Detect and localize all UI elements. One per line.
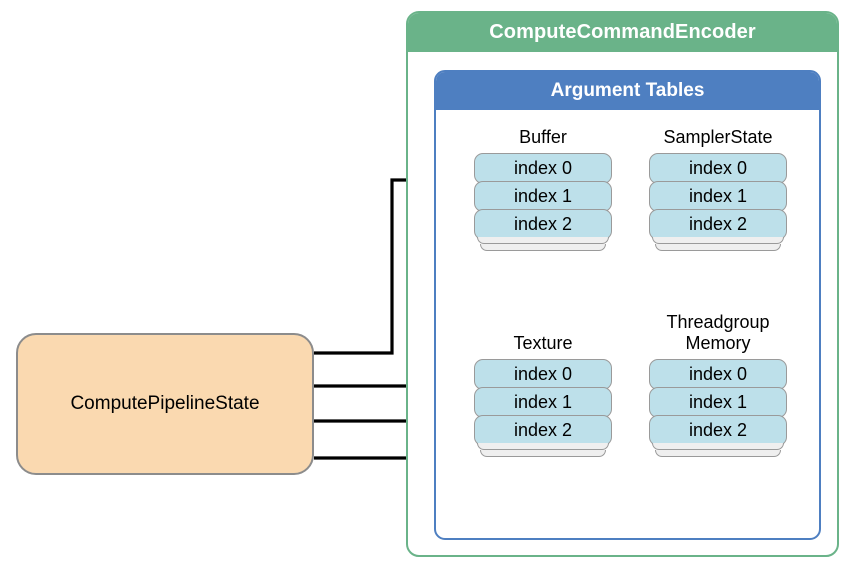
- argument-stack-threadgroup-memory-label: Threadgroup Memory: [666, 312, 770, 353]
- threadgroup-memory-slot-index-2[interactable]: index 2: [649, 415, 787, 446]
- texture-slot-index-2[interactable]: index 2: [474, 415, 612, 446]
- compute-pipeline-state-node: ComputePipelineState: [16, 333, 314, 475]
- argument-stack-buffer: Buffer index 0 index 1 index 2: [474, 127, 612, 251]
- argument-stack-sampler-state: SamplerState index 0 index 1 index 2: [649, 127, 787, 251]
- argument-stack-threadgroup-memory-slots: index 0 index 1 index 2: [649, 359, 787, 457]
- argument-stack-sampler-state-label: SamplerState: [663, 127, 773, 147]
- argument-stack-buffer-label: Buffer: [519, 127, 567, 147]
- sampler-state-slot-index-0[interactable]: index 0: [649, 153, 787, 184]
- texture-slot-index-1[interactable]: index 1: [474, 387, 612, 418]
- compute-command-encoder-container: ComputeCommandEncoder Argument Tables Bu…: [406, 11, 839, 557]
- argument-stack-buffer-slots: index 0 index 1 index 2: [474, 153, 612, 251]
- threadgroup-memory-stack-edge-2: [655, 450, 781, 457]
- buffer-slot-index-2[interactable]: index 2: [474, 209, 612, 240]
- threadgroup-memory-slot-index-0[interactable]: index 0: [649, 359, 787, 390]
- compute-pipeline-state-label: ComputePipelineState: [70, 393, 260, 414]
- sampler-state-stack-edge-1: [652, 237, 784, 244]
- sampler-state-slot-index-1[interactable]: index 1: [649, 181, 787, 212]
- argument-stack-threadgroup-memory: Threadgroup Memory index 0 index 1 index…: [649, 312, 787, 457]
- argument-tables-title-label: Argument Tables: [550, 80, 705, 101]
- compute-command-encoder-title: ComputeCommandEncoder: [408, 13, 837, 52]
- buffer-slot-index-1[interactable]: index 1: [474, 181, 612, 212]
- buffer-stack-edge-2: [480, 244, 606, 251]
- threadgroup-memory-slot-index-1[interactable]: index 1: [649, 387, 787, 418]
- argument-stack-sampler-state-slots: index 0 index 1 index 2: [649, 153, 787, 251]
- argument-tables-container: Argument Tables Buffer index 0 index 1 i…: [434, 70, 821, 540]
- sampler-state-slot-index-2[interactable]: index 2: [649, 209, 787, 240]
- compute-command-encoder-title-label: ComputeCommandEncoder: [489, 21, 756, 43]
- argument-stack-texture-label: Texture: [513, 333, 573, 353]
- sampler-state-stack-edge-2: [655, 244, 781, 251]
- texture-stack-edge-1: [477, 443, 609, 450]
- texture-slot-index-0[interactable]: index 0: [474, 359, 612, 390]
- argument-stack-texture-slots: index 0 index 1 index 2: [474, 359, 612, 457]
- argument-stack-texture: Texture index 0 index 1 index 2: [474, 333, 612, 457]
- threadgroup-memory-stack-edge-1: [652, 443, 784, 450]
- texture-stack-edge-2: [480, 450, 606, 457]
- buffer-slot-index-0[interactable]: index 0: [474, 153, 612, 184]
- buffer-stack-edge-1: [477, 237, 609, 244]
- argument-tables-title: Argument Tables: [436, 72, 819, 110]
